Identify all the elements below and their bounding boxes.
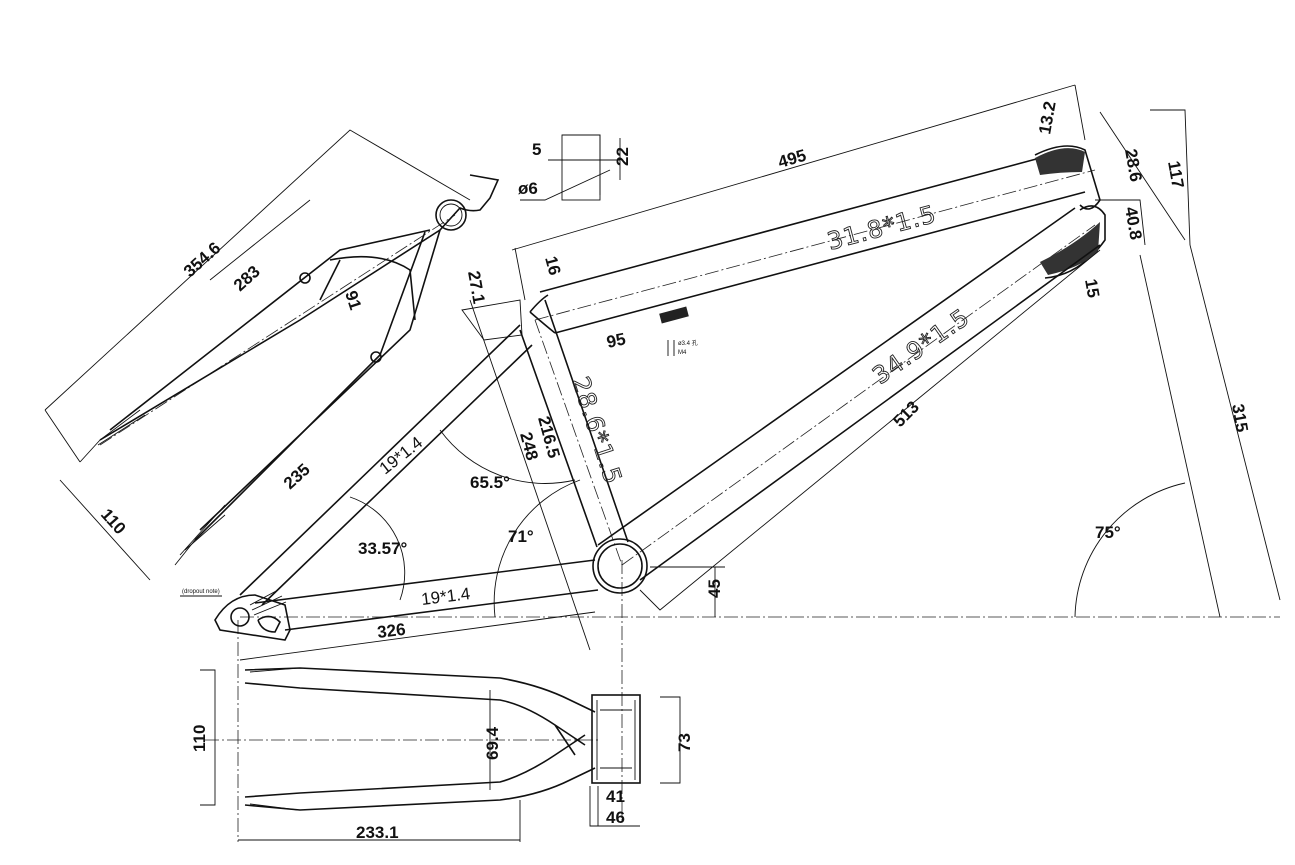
bolt-note-thread: M4	[678, 350, 687, 356]
dim-513: 513	[889, 397, 922, 430]
frame-side-view	[214, 145, 1106, 651]
dim-91: 91	[341, 288, 365, 312]
dim-5: 5	[532, 140, 541, 159]
weld-hatch	[1040, 222, 1100, 275]
dim-326: 326	[376, 620, 406, 642]
dim-73: 73	[675, 733, 694, 752]
dim-15: 15	[1081, 277, 1103, 299]
dim-71-deg: 71°	[508, 527, 534, 546]
dim-95: 95	[605, 329, 627, 352]
dim-248: 248	[516, 430, 542, 462]
dim-dia-6: ø6	[518, 179, 538, 198]
dimension-lines	[44, 84, 1281, 842]
dim-354-6: 354.6	[180, 238, 224, 281]
dimension-labels: 31.8*1.5 34.9*1.5 28.6*1.5 19*1.4 19*1.4…	[97, 100, 1252, 842]
dim-283: 283	[230, 262, 264, 295]
dim-28-6: 28.6	[1121, 147, 1145, 183]
dim-45: 45	[705, 579, 724, 598]
dim-16: 16	[541, 254, 564, 277]
dropout-note: (dropout note)	[182, 589, 220, 595]
dim-13-2: 13.2	[1035, 100, 1059, 136]
bolt-note-hole: ø3.4 孔	[678, 339, 698, 347]
seat-tube-spec: 28.6*1.5	[566, 373, 627, 488]
dim-69-4: 69.4	[483, 726, 502, 760]
dim-33-57-deg: 33.57°	[358, 539, 408, 558]
chain-stay-spec: 19*1.4	[420, 584, 471, 609]
dim-27-1: 27.1	[464, 269, 488, 305]
bottle-boss-bolt	[659, 306, 689, 324]
dim-110-bottom: 110	[190, 725, 209, 752]
bottom-bracket	[592, 538, 648, 594]
dim-233-1: 233.1	[356, 823, 399, 842]
dim-46: 46	[606, 808, 625, 827]
center-lines	[99, 169, 1280, 842]
dim-40-8: 40.8	[1121, 205, 1145, 241]
dim-41: 41	[606, 787, 625, 806]
dim-117: 117	[1164, 159, 1187, 189]
seat-stay-top-view	[79, 174, 500, 566]
dim-315: 315	[1228, 402, 1252, 433]
weld-hatch	[1035, 148, 1085, 175]
dim-75-deg: 75°	[1095, 523, 1121, 542]
dim-495: 495	[776, 146, 809, 172]
bb-shell	[591, 694, 641, 784]
bottom-view	[244, 667, 641, 811]
dim-235: 235	[280, 460, 314, 493]
dim-110-stays: 110	[97, 505, 129, 538]
top-tube-spec: 31.8*1.5	[824, 200, 939, 256]
dim-22: 22	[613, 147, 632, 166]
dim-65-5-deg: 65.5°	[470, 473, 510, 492]
